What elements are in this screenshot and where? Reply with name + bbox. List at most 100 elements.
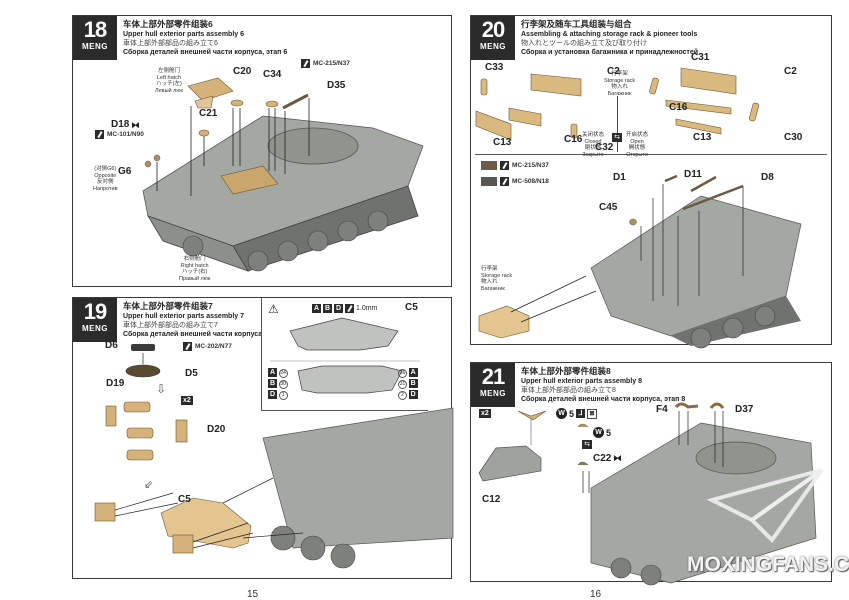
part-label-d37: D37 (735, 404, 754, 415)
brush-icon (500, 177, 509, 186)
paint-legend-2: MC-508/N18 (481, 177, 549, 186)
part-label-c16-left: C16 (564, 134, 583, 145)
symmetric-icon: ⧓ (131, 120, 140, 130)
drill-callout: A B D 1.0mm (312, 304, 378, 313)
title-en: Upper hull exterior parts assembly 6 (123, 31, 244, 38)
c5-plate-views (270, 317, 420, 394)
step-number: 20 (481, 17, 505, 42)
right-refs: 26 A 31 B 2 D (398, 368, 418, 400)
part-label-d11: D11 (684, 169, 702, 180)
part-label-d8: D8 (761, 172, 774, 183)
step-number: 19 (83, 299, 107, 324)
part-label-d18: D18 (111, 119, 130, 130)
watermark-logo-icon (706, 468, 824, 544)
drill-icon (345, 304, 354, 313)
paint-callout-top: MC-215/N37 (301, 59, 350, 68)
w-runner-icon: W (593, 427, 604, 438)
color-swatch (481, 161, 497, 170)
title-jp: 車体上部外部部品の組み立て6 (123, 40, 218, 47)
paint-callout-left: MC-101/N90 (95, 130, 144, 139)
title-zh: 行李架及随车工具组装与组合 (521, 19, 632, 29)
w5-callout-a: W 5 ⅃ ⊠ (556, 408, 598, 419)
page-number-right: 16 (590, 589, 602, 600)
page-number-left: 15 (247, 589, 259, 600)
tank-hull-illustration (142, 77, 424, 272)
closed-open-divider (617, 96, 618, 152)
part-label-d6: D6 (105, 340, 118, 351)
step-badge: 18 MENG (73, 16, 117, 60)
step-heading: 车体上部外部零件组装6 Upper hull exterior parts as… (123, 19, 287, 57)
part-label-c31: C31 (691, 52, 710, 63)
title-jp: 車体上部外部部品の組み立て7 (123, 322, 218, 329)
part-label-c30: C30 (784, 132, 803, 143)
left-refs: A 24 B 30 D 1 (268, 368, 288, 400)
part-label-c22: C22 (593, 453, 612, 464)
brand-logo: MENG (82, 324, 108, 333)
step-21-panel: 21 MENG 车体上部外部零件组装8 Upper hull exterior … (470, 362, 832, 586)
storage-rack-illustration (475, 67, 802, 349)
brand-logo: MENG (480, 389, 506, 398)
part-label-c21: C21 (199, 108, 218, 119)
part-label-c20: C20 (233, 66, 252, 77)
brush-icon (95, 130, 104, 139)
swap-icon: ⇆ (582, 440, 592, 449)
step-heading: 车体上部外部零件组装8 Upper hull exterior parts as… (521, 366, 685, 404)
part-label-d20: D20 (207, 424, 226, 435)
title-jp: 物入れとツールの組み立て及び取り付け (521, 40, 647, 47)
title-ru: Сборка и установка багажника и принадлеж… (521, 49, 699, 56)
watermark-text: MOXINGFANS.COM (687, 553, 849, 576)
part-label-d5: D5 (185, 368, 198, 379)
w-runner-icon: W (556, 408, 567, 419)
part-label-c13-left: C13 (493, 137, 512, 148)
diagonal-arrow-icon: ⇙ (144, 479, 154, 491)
brush-icon (500, 161, 509, 170)
warning-icon: ⚠ (268, 302, 279, 316)
brand-logo: MENG (82, 42, 108, 51)
step-19-illustration (94, 344, 454, 569)
part-label-c16-right: C16 (669, 102, 688, 113)
part-label-c2-left: C2 (607, 66, 620, 77)
symmetric-icon: ⧓ (613, 453, 622, 463)
part-label-c5: C5 (178, 494, 191, 505)
step-18-panel: 18 MENG 车体上部外部零件组装6 Upper hull exterior … (72, 15, 452, 287)
title-ru: Сборка деталей внешней части корпуса, эт… (521, 396, 686, 403)
step-number: 18 (83, 17, 107, 42)
step-19-panel: 19 MENG 车体上部外部零件组装7 Upper hull exterior … (72, 297, 454, 579)
title-ru: Сборка деталей внешней части корпуса, эт… (123, 49, 288, 56)
brand-logo: MENG (480, 42, 506, 51)
title-en: Assembling & attaching storage rack & pi… (521, 31, 698, 38)
part-label-c34: C34 (263, 69, 282, 80)
step-badge: 20 MENG (471, 16, 515, 60)
part-label-f4: F4 (656, 404, 668, 415)
part-label-c32: C32 (595, 142, 614, 153)
step-heading: 行李架及随车工具组装与组合 Assembling & attaching sto… (521, 19, 698, 57)
swap-icon: ⇆ (612, 133, 622, 142)
no-glue-icon: ⊠ (587, 408, 598, 419)
step-badge: 21 MENG (471, 363, 515, 407)
part-label-c2-right: C2 (784, 66, 797, 77)
part-label-c12: C12 (482, 494, 501, 505)
title-jp: 車体上部外部部品の組み立て8 (521, 387, 616, 394)
part-label-d19: D19 (106, 378, 125, 389)
title-en: Upper hull exterior parts assembly 8 (521, 378, 642, 385)
brush-icon (301, 59, 310, 68)
part-label-c45: C45 (599, 202, 618, 213)
color-swatch (481, 177, 497, 186)
step-number: 21 (481, 364, 505, 389)
inset-part-label: C5 (405, 302, 418, 313)
down-arrow-icon: ⇩ (156, 382, 167, 396)
c5-drilling-inset: ⚠ C5 A B D 1.0mm A 24 B 30 D 1 26 A 31 B… (261, 298, 428, 411)
quantity-badge: x2 (181, 396, 193, 405)
step-20-panel: 20 MENG 行李架及随车工具组装与组合 Assembling & attac… (470, 15, 832, 349)
part-label-d1: D1 (613, 172, 626, 183)
step-badge: 19 MENG (73, 298, 117, 342)
part-label-c13-right: C13 (693, 132, 712, 143)
title-zh: 车体上部外部零件组装8 (521, 366, 611, 376)
title-en: Upper hull exterior parts assembly 7 (123, 313, 244, 320)
step-21-illustration (478, 402, 817, 586)
